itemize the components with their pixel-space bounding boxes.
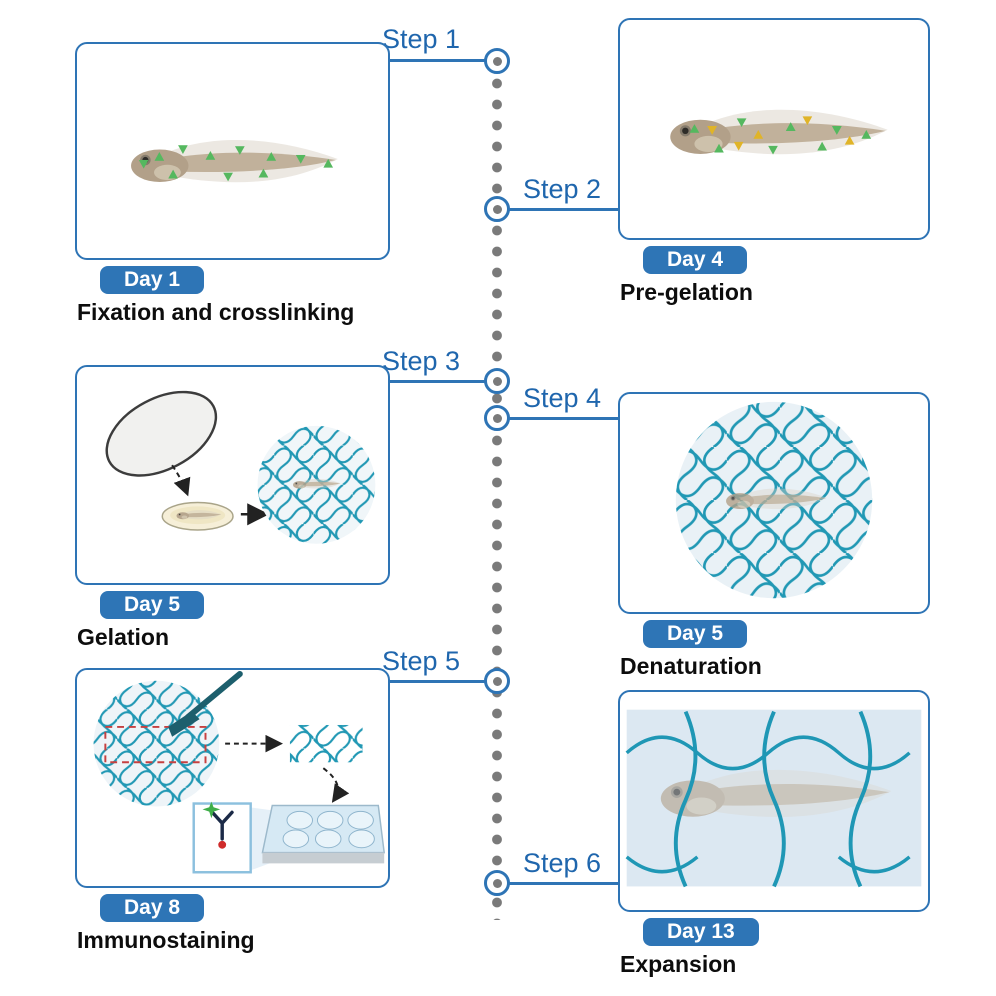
step3-marker-dot: [492, 376, 502, 386]
fluorophore-star-icon: [202, 801, 221, 819]
denaturation-illustration-box: [618, 392, 930, 614]
step5-marker: [484, 668, 510, 694]
step4-marker-dot: [492, 413, 502, 423]
immunostaining-illustration-box: [75, 668, 390, 888]
step4-marker: [484, 405, 510, 431]
step2-marker: [484, 196, 510, 222]
panel-title-step6: Expansion: [620, 951, 737, 977]
gelation-illustration: [105, 390, 376, 544]
immunostaining-illustration: [93, 670, 386, 874]
gel-mesh-tadpole-illustration: [675, 401, 873, 599]
gel-mesh-circle-icon: [93, 680, 220, 807]
scalpel-icon: [168, 670, 243, 737]
step5-label: Step 5: [381, 646, 460, 676]
coverslip-icon: [105, 390, 218, 477]
gelation-illustration-box: [75, 365, 390, 585]
panel-title-step2: Pre-gelation: [620, 279, 753, 305]
step1-marker: [484, 48, 510, 74]
step5-connector-line: [390, 680, 497, 683]
tadpole-icon: [670, 109, 888, 155]
step6-connector-line: [497, 882, 618, 885]
step3-connector-line: [390, 380, 497, 383]
expanded-tadpole-illustration: [625, 709, 922, 888]
panel-step1-fixation: Day 1 Fixation and crosslinking: [75, 42, 390, 326]
day-badge-step3: Day 5: [100, 591, 205, 619]
step4-connector-line: [497, 417, 618, 420]
day-badge-step6: Day 13: [643, 918, 759, 946]
fixation-illustration-box: [75, 42, 390, 260]
tadpole-green-yellow-anchors-illustration: [670, 109, 888, 155]
step1-connector-line: [390, 59, 497, 62]
day-badge-step5: Day 8: [100, 894, 205, 922]
panel-title-step4: Denaturation: [620, 653, 762, 679]
step4-label: Step 4: [523, 383, 602, 413]
pregelation-illustration-box: [618, 18, 930, 240]
step1-label: Step 1: [381, 24, 460, 54]
sparse-gel-mesh-lines: [625, 710, 911, 888]
step3-marker: [484, 368, 510, 394]
petri-dish-icon: [161, 501, 234, 531]
step3-label: Step 3: [381, 346, 460, 376]
step1-marker-dot: [492, 56, 502, 66]
panel-step2-pregelation: Day 4 Pre-gelation: [618, 18, 930, 306]
step6-label: Step 6: [523, 848, 602, 878]
dashed-arrow-icon: [171, 464, 191, 497]
panel-step4-denaturation: Day 5 Denaturation: [618, 392, 930, 680]
step5-marker-dot: [492, 676, 502, 686]
panel-title-step3: Gelation: [77, 624, 170, 650]
tadpole-icon: [131, 139, 338, 183]
day-badge-step1: Day 1: [100, 266, 205, 294]
panel-step3-gelation: Day 5 Gelation: [75, 365, 390, 651]
well-plate-icon: [261, 804, 386, 864]
step6-marker: [484, 870, 510, 896]
panel-title-step1: Fixation and crosslinking: [77, 299, 355, 325]
antibody-inset: [192, 801, 252, 874]
cut-gel-piece-icon: [289, 724, 363, 763]
step2-connector-line: [497, 208, 618, 211]
dashed-curved-arrow-icon: [322, 767, 350, 803]
step2-label: Step 2: [523, 174, 602, 204]
gel-mesh-circle-icon: [257, 425, 376, 544]
red-dot-icon: [218, 840, 227, 849]
panel-step5-immunostaining: Day 8 Immunostaining: [75, 668, 390, 954]
day-badge-step2: Day 4: [643, 246, 748, 274]
panel-step6-expansion: Day 13 Expansion: [618, 690, 930, 978]
timeline-dotted-line: [492, 52, 502, 920]
step6-marker-dot: [492, 878, 502, 888]
step2-marker-dot: [492, 204, 502, 214]
day-badge-step4: Day 5: [643, 620, 748, 648]
antibody-icon: [210, 810, 234, 841]
expansion-illustration-box: [618, 690, 930, 912]
tadpole-green-anchors-illustration: [131, 139, 338, 183]
panel-title-step5: Immunostaining: [77, 927, 255, 953]
